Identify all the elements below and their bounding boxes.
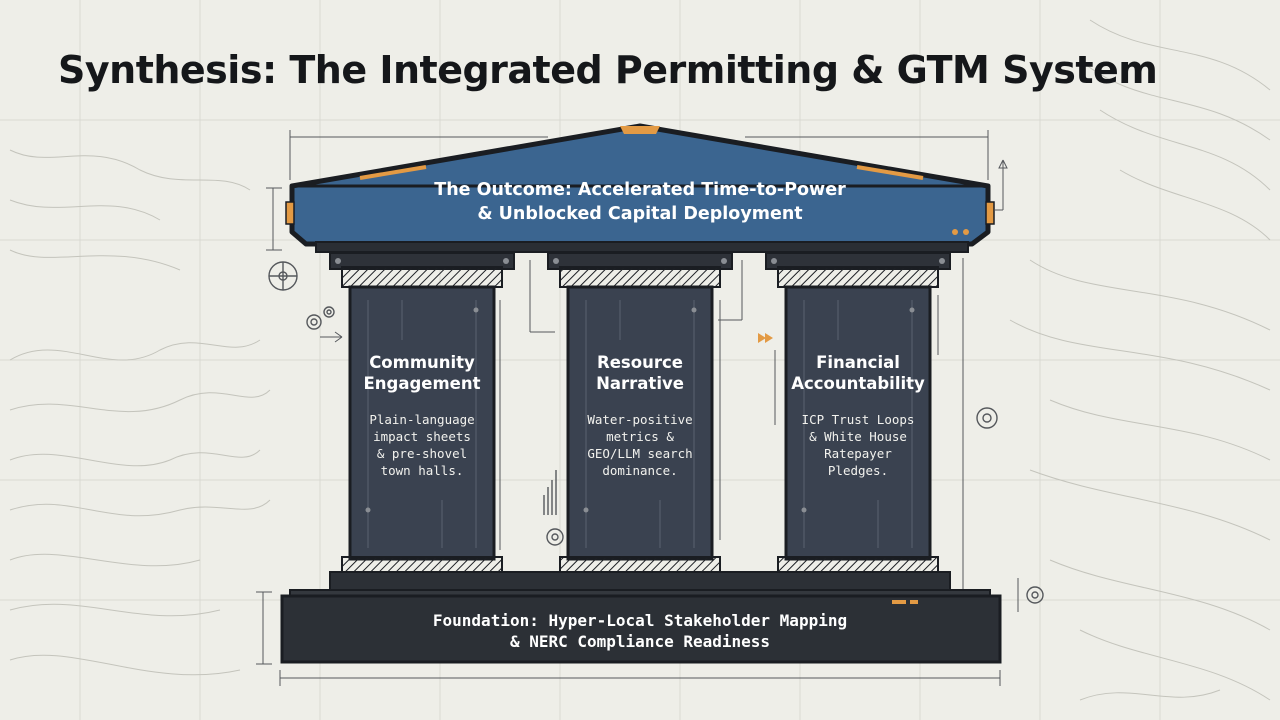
pillar-resource-rivet (691, 307, 697, 313)
pillar-financial-rivet (771, 258, 777, 264)
page-title: Synthesis: The Integrated Permitting & G… (58, 48, 1158, 92)
pillar-title-line: Resource (597, 353, 683, 372)
arrow-icon (758, 333, 773, 343)
pillar-body-line: Ratepayer (824, 446, 892, 461)
pillar-community-body: Plain-language impact sheets & pre-shove… (342, 411, 502, 479)
pillar-community-shaft (348, 285, 496, 561)
pillar-title-line: Engagement (363, 374, 481, 393)
pillar-resource-title: Resource Narrative (560, 352, 720, 394)
compass-icon (268, 261, 298, 291)
pillar-body-line: & White House (809, 429, 907, 444)
pillar-title-line: Financial (816, 353, 900, 372)
pillar-body-line: & pre-shovel (376, 446, 468, 461)
pillar-body-line: dominance. (602, 463, 678, 478)
foundation-line-2: & NERC Compliance Readiness (509, 632, 771, 651)
pillar-financial-capital-hatch (777, 266, 939, 288)
pillar-resource-rivet (553, 258, 559, 264)
pillar-body-line: town halls. (380, 463, 464, 478)
pillar-financial-rivet (939, 258, 945, 264)
pillar-title-line: Community (369, 353, 475, 372)
foundation-label: Foundation: Hyper-Local Stakeholder Mapp… (320, 610, 960, 652)
roof-pediment (285, 123, 995, 253)
pillar-financial-rivet (909, 307, 915, 313)
pillar-resource-rivet (721, 258, 727, 264)
pillar-resource-rivet (583, 507, 589, 513)
pillar-community-title: Community Engagement (342, 352, 502, 394)
pillar-community-rivet (473, 307, 479, 313)
pillar-financial-title: Financial Accountability (778, 352, 938, 394)
pillar-financial-body: ICP Trust Loops & White House Ratepayer … (778, 411, 938, 479)
pillar-body-line: GEO/LLM search (587, 446, 693, 461)
pillar-body-line: metrics & (606, 429, 674, 444)
gear-icon (306, 306, 335, 330)
foundation-line-1: Foundation: Hyper-Local Stakeholder Mapp… (432, 611, 848, 630)
pillar-financial-shaft (784, 285, 932, 561)
pillar-community-rivet (503, 258, 509, 264)
pillar-title-line: Accountability (791, 374, 925, 393)
pillar-financial-rivet (801, 507, 807, 513)
outcome-line-1: The Outcome: Accelerated Time-to-Power (434, 180, 846, 200)
gear-icon (546, 528, 564, 546)
pillar-body-line: ICP Trust Loops (801, 412, 915, 427)
bar-sketch-icon (543, 470, 557, 515)
pillar-body-line: Water-positive (587, 412, 693, 427)
pillar-title-line: Narrative (596, 374, 684, 393)
pillar-community-rivet (365, 507, 371, 513)
pillar-body-line: Plain-language (369, 412, 475, 427)
pillar-body-line: impact sheets (373, 429, 471, 444)
outcome-line-2: & Unblocked Capital Deployment (477, 204, 803, 224)
foundation-base (280, 571, 1002, 664)
topographic-contours (9, 19, 1271, 701)
pillar-community-capital-hatch (341, 266, 503, 288)
pillar-community-rivet (335, 258, 341, 264)
outcome-label: The Outcome: Accelerated Time-to-Power &… (390, 178, 890, 226)
pillar-resource-shaft (566, 285, 714, 561)
pillar-resource-body: Water-positive metrics & GEO/LLM search … (560, 411, 720, 479)
pillar-resource-capital-hatch (559, 266, 721, 288)
gear-icon (976, 407, 998, 429)
pillar-body-line: Pledges. (827, 463, 889, 478)
dimension-lines (256, 130, 1019, 686)
gear-icon (1026, 586, 1044, 604)
